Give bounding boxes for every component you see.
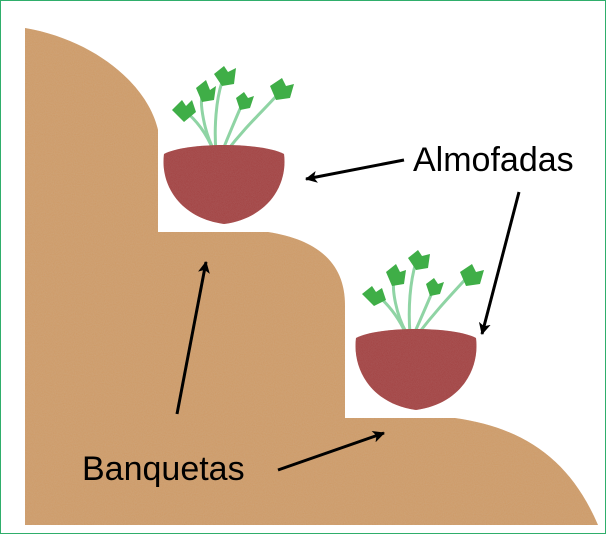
lower-plant	[356, 250, 485, 410]
upper-plant	[164, 66, 295, 224]
arrow-almofadas-lower	[482, 192, 519, 334]
lower-pot	[356, 329, 477, 410]
label-banquetas: Banquetas	[82, 452, 245, 486]
arrow-almofadas-upper	[306, 160, 404, 179]
lower-plant-leaves	[362, 250, 484, 306]
label-almofadas: Almofadas	[413, 143, 574, 177]
upper-pot	[164, 145, 285, 224]
upper-plant-leaves	[172, 66, 294, 122]
